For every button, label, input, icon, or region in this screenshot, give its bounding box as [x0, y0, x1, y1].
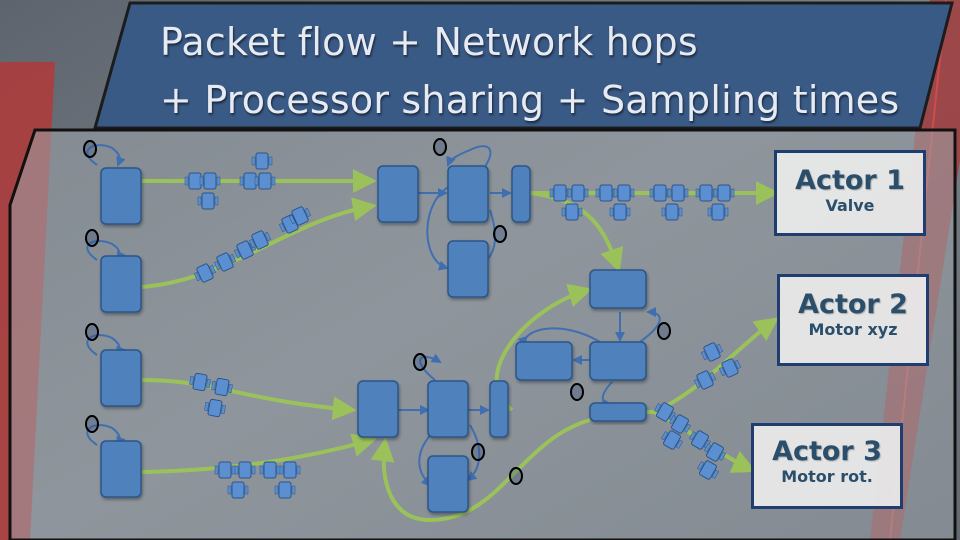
sampling-timer-8 — [570, 383, 584, 401]
processor-hub-a-in — [377, 165, 419, 223]
network-packet-16 — [214, 461, 236, 479]
sampling-timer-10 — [413, 353, 427, 371]
network-packet-7 — [193, 263, 217, 283]
timers-layer — [83, 138, 671, 485]
sampling-timer-11 — [509, 467, 523, 485]
processor-source-4 — [100, 440, 142, 498]
internal-link-2 — [446, 145, 492, 177]
network-packet-10 — [248, 230, 272, 250]
queue-hub-a-out — [511, 165, 531, 223]
network-packet-20 — [279, 461, 301, 479]
internal-link-8 — [419, 353, 442, 381]
actor-2-name: Actor 2 — [798, 289, 908, 320]
actor-2-subtitle: Motor xyz — [808, 320, 898, 339]
sampling-timer-5 — [433, 138, 447, 156]
network-packet-3 — [197, 192, 219, 210]
internal-link-3 — [426, 184, 453, 271]
network-packet-15 — [204, 398, 226, 418]
processor-source-2 — [100, 255, 142, 313]
flow-link-3 — [141, 378, 357, 421]
network-packet-32 — [713, 184, 735, 202]
network-packet-21 — [274, 481, 296, 499]
actor-3-box: Actor 3 Motor rot. — [751, 423, 903, 509]
network-packet-24 — [561, 203, 583, 221]
sampling-timer-1 — [83, 140, 97, 158]
flow-link-5 — [529, 191, 624, 273]
network-packet-2 — [199, 172, 221, 190]
network-packet-41 — [703, 442, 727, 462]
network-packet-37 — [653, 402, 677, 422]
flow-link-10 — [370, 418, 591, 523]
processor-hub-a-main — [447, 165, 489, 223]
network-packet-38 — [668, 414, 692, 434]
sampling-timer-7 — [657, 322, 671, 340]
network-packet-17 — [234, 461, 256, 479]
network-packet-27 — [609, 203, 631, 221]
processor-hub-a-aux — [447, 240, 489, 298]
network-packet-13 — [189, 372, 211, 392]
sampling-timer-6 — [493, 225, 507, 243]
network-packet-6 — [251, 152, 273, 170]
main-panel — [8, 128, 957, 540]
network-packet-14 — [211, 377, 233, 397]
queue-hub-c-out — [589, 402, 647, 422]
processor-source-1 — [100, 167, 142, 225]
processor-hub-c-top — [589, 269, 647, 309]
network-packet-42 — [696, 460, 720, 480]
internal-link-16 — [86, 144, 126, 167]
processor-hub-b-main — [427, 380, 469, 438]
network-packet-5 — [254, 172, 276, 190]
network-packet-33 — [707, 203, 729, 221]
sampling-timer-4 — [85, 415, 99, 433]
queue-hub-b-out — [489, 380, 509, 438]
sampling-timer-3 — [85, 323, 99, 341]
processor-hub-c-right — [589, 341, 647, 381]
network-packet-12 — [288, 206, 312, 226]
network-packet-26 — [613, 184, 635, 202]
actor-3-subtitle: Motor rot. — [781, 467, 873, 486]
network-packet-34 — [700, 342, 724, 362]
flow-link-4 — [141, 433, 377, 474]
network-packet-19 — [259, 461, 281, 479]
network-packet-36 — [693, 370, 717, 390]
processor-hub-b-aux — [427, 455, 469, 513]
actor-3-name: Actor 3 — [772, 436, 882, 467]
actor-2-box: Actor 2 Motor xyz — [777, 274, 929, 366]
actor-1-subtitle: Valve — [825, 196, 875, 215]
network-packet-29 — [667, 184, 689, 202]
actor-1-box: Actor 1 Valve — [774, 150, 926, 236]
sampling-timer-9 — [471, 443, 485, 461]
internal-link-10 — [466, 424, 481, 482]
network-packet-18 — [227, 481, 249, 499]
nodes-layer — [100, 165, 647, 513]
network-packet-23 — [567, 184, 589, 202]
title-panel — [93, 1, 954, 130]
packets-layer — [184, 152, 742, 499]
sampling-timer-2 — [85, 229, 99, 247]
network-packet-35 — [718, 358, 742, 378]
network-packet-30 — [661, 203, 683, 221]
network-packet-8 — [213, 252, 237, 272]
internal-link-13 — [517, 327, 601, 347]
processor-hub-b-in — [357, 380, 399, 438]
actor-1-name: Actor 1 — [795, 165, 905, 196]
internal-link-14 — [639, 307, 661, 343]
internal-link-19 — [86, 424, 126, 447]
network-packet-39 — [660, 430, 684, 450]
processor-hub-c-left — [515, 341, 573, 381]
processor-source-3 — [100, 349, 142, 407]
